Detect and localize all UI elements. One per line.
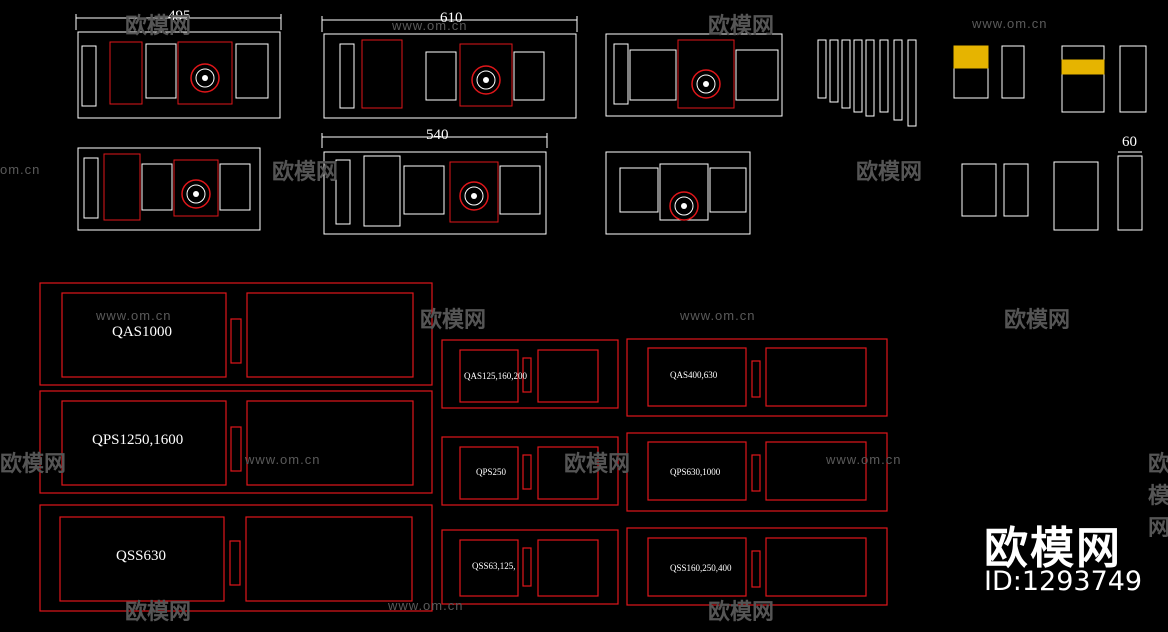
panel-frame-qss630 [39,504,433,612]
panel-frame-qps630 [626,432,888,512]
panel-frame-qas125 [441,339,619,409]
label-qas125: QAS125,160,200 [464,371,528,381]
brand-id: ID:1293749 [984,566,1143,597]
watermark-cn: 欧模网 [1148,452,1168,541]
watermark-cn: 欧模网 [708,600,775,625]
dimension-540: 540 [426,127,449,143]
watermark-url: www.om.cn [392,18,468,33]
knob-icon [181,179,211,209]
label-qss630: QSS630 [116,548,167,564]
label-qps1250: QPS1250,1600 [92,432,184,448]
terminal-strips [817,39,917,127]
watermark-cn: 欧模网 [272,160,339,185]
panel-drawing-row2-left [77,147,261,231]
watermark-cn: 欧模网 [420,308,487,333]
label-qps630: QPS630,1000 [670,467,721,477]
brand-name: 欧模网 [984,523,1122,574]
panel-frame-qas1000 [39,282,433,386]
knob-icon [459,181,489,211]
watermark-url: www.om.cn [96,308,172,323]
label-qss63: QSS63,125, [472,561,516,571]
panel-drawing-top-right [605,33,783,117]
breaker-drawings [953,45,1147,231]
watermark-url: www.om.cn [826,452,902,467]
watermark-cn: 欧模网 [856,160,923,185]
label-qas1000: QAS1000 [112,324,173,340]
watermark-url: www.om.cn [388,598,464,613]
knob-icon [691,69,721,99]
watermark-url: www.om.cn [680,308,756,323]
label-qas400: QAS400,630 [670,370,718,380]
dimension-60: 60 [1122,134,1137,150]
dimension-610: 610 [440,10,463,26]
knob-icon [471,65,501,95]
watermark-url: www.om.cn [972,16,1048,31]
watermark-cn: 欧模网 [125,14,192,39]
watermark-cn: 欧模网 [708,14,775,39]
label-qps250: QPS250 [476,467,507,477]
watermark-url: www.om.cn [245,452,321,467]
panel-drawing-610 [321,16,578,119]
label-qss160: QSS160,250,400 [670,563,732,573]
watermark-cn: 欧模网 [125,600,192,625]
watermark-cn: 欧模网 [0,452,67,477]
panel-frame-qss63 [441,529,619,605]
watermark-cn: 欧模网 [1004,308,1071,333]
watermark-url: om.cn [0,162,41,177]
panel-drawing-495 [75,14,282,119]
knob-icon [669,191,699,221]
watermark-cn: 欧模网 [564,452,631,477]
panel-frame-qps1250 [39,390,433,494]
panel-frame-qas400 [626,338,888,417]
dimension-495: 495 [168,8,191,24]
panel-drawing-540 [321,133,548,235]
knob-icon [190,63,220,93]
panel-frame-qss160 [626,527,888,606]
panel-frame-qps250 [441,436,619,506]
